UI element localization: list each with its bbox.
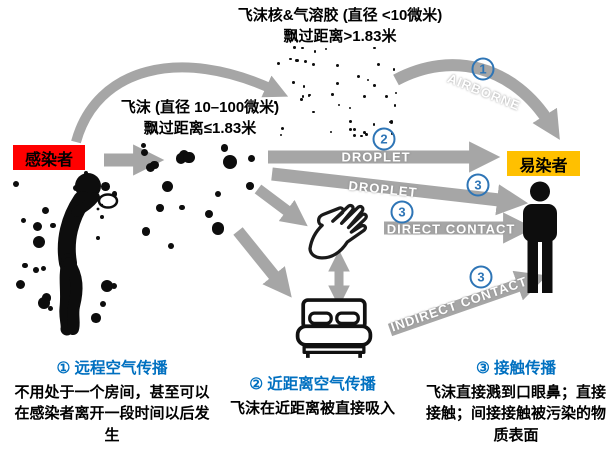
arrow-droplet-lower: [271, 167, 529, 216]
droplet-caption-line2: 飘过距离≤1.83米: [143, 120, 257, 137]
bed-icon: [295, 298, 373, 358]
infected-label: 感染者: [13, 145, 85, 170]
route-number-indirect-contact: 3: [469, 265, 493, 289]
aerosol-caption-line1: 飞沫核&气溶胶 (直径 <10微米): [237, 7, 443, 24]
route-number-droplet-upper: 2: [372, 127, 396, 151]
aerosol-caption-line2: 飘过距离>1.83米: [283, 28, 397, 45]
infected-person-icon: [57, 173, 119, 336]
legend-droplet-body: 飞沫在近距离被直接吸入: [229, 400, 395, 417]
legend-airborne-number: ①: [56, 360, 71, 377]
arrow-droplets-to-hand: [254, 184, 308, 227]
arrow-infected-to-aerosol: [71, 62, 289, 144]
route-number-airborne: 1: [471, 57, 495, 81]
direct-contact-arrow-label: DIRECT CONTACT: [386, 221, 516, 237]
aerosol-caption: 飞沫核&气溶胶 (直径 <10微米) 飘过距离>1.83米: [195, 5, 485, 47]
legend-droplet-number: ②: [249, 376, 264, 393]
arrow-indirect-contact: [387, 270, 548, 337]
pillow-icon: [308, 311, 333, 326]
susceptible-label: 易染者: [507, 151, 580, 176]
droplet-upper-arrow-label: DROPLET: [341, 149, 411, 165]
legend-airborne-body: 不用处于一个房间，甚至可以在感染者离开一段时间以后发生: [14, 384, 210, 444]
legend-contact-number: ③: [476, 360, 490, 377]
susceptible-person-icon: [523, 181, 557, 293]
legend-contact-body: 飞沫直接溅到口眼鼻；直接接触；间接接触被污染的物质表面: [425, 384, 606, 444]
droplet-caption: 飞沫 (直径 10–100微米) 飘过距离≤1.83米: [100, 97, 300, 139]
cough-cloud-icon: [97, 193, 119, 209]
route-number-direct-contact: 3: [390, 200, 414, 224]
arrow-droplets-to-bed: [233, 227, 292, 298]
droplet-caption-line1: 飞沫 (直径 10–100微米): [120, 99, 280, 116]
hand-icon: [308, 203, 368, 260]
pillow-icon: [335, 311, 360, 326]
route-number-droplet-lower: 3: [466, 173, 490, 197]
